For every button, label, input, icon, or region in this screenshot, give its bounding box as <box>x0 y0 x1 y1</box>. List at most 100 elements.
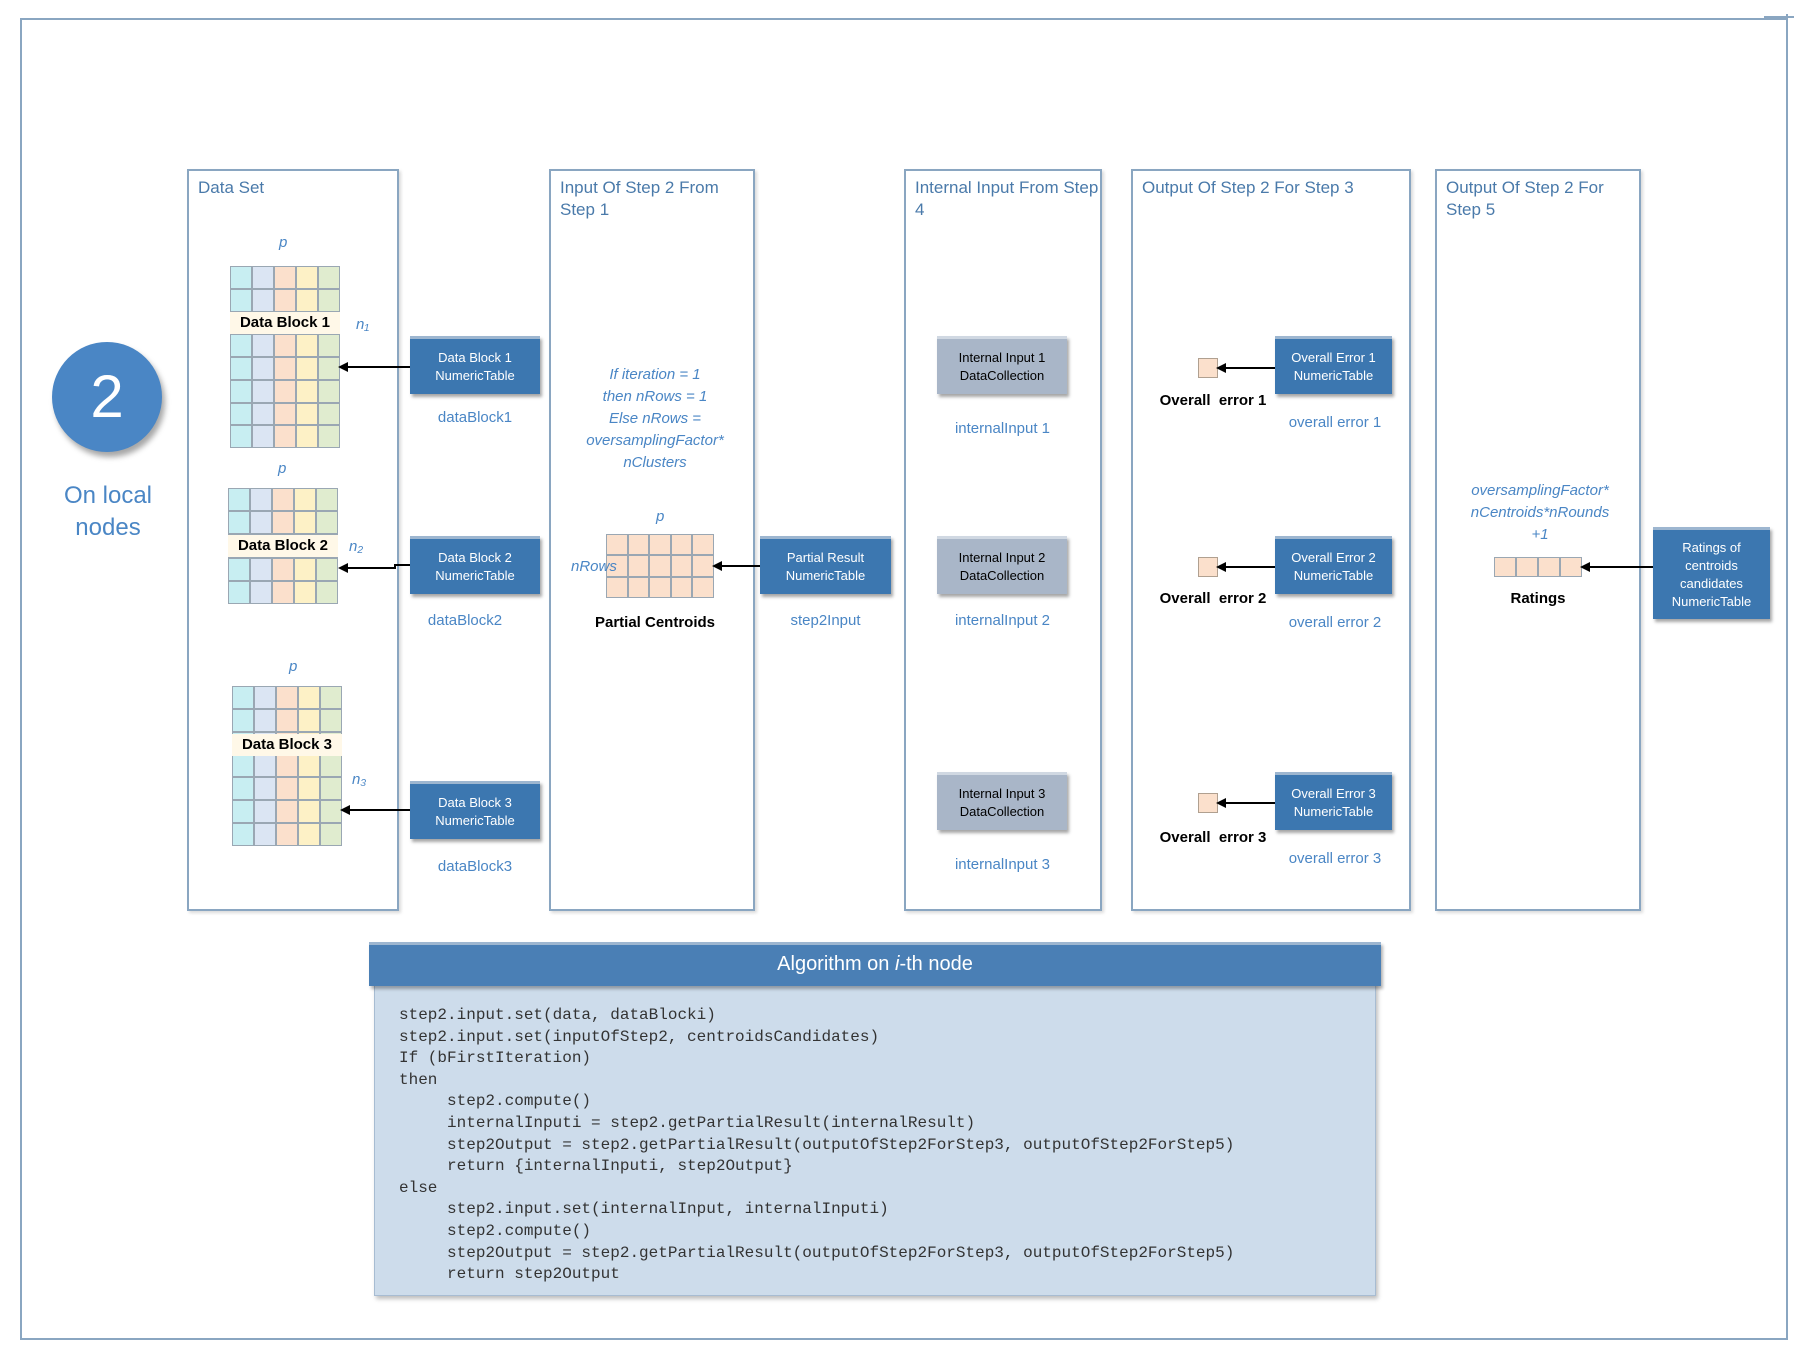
grid-cell <box>294 488 316 512</box>
code-line: step2Output = step2.getPartialResult(out… <box>399 1135 1235 1154</box>
arrow-data-block-2 <box>338 563 410 573</box>
grid-cell <box>670 555 693 577</box>
formula-line3: +1 <box>1531 526 1549 543</box>
partial-condition: If iteration = 1 then nRows = 1 Else nRo… <box>560 364 750 474</box>
data-block-2-label: Data Block 2 <box>228 535 338 557</box>
grid-cell <box>320 708 342 732</box>
grid-cell <box>274 425 296 448</box>
object-line2: NumericTable <box>1293 367 1374 383</box>
panel-title: Input Of Step 2 From Step 1 <box>560 178 719 219</box>
panel-title: Internal Input From Step 4 <box>915 178 1099 219</box>
algorithm-header: Algorithm on i-th node <box>369 942 1381 986</box>
object-line2: centroids <box>1685 557 1738 573</box>
grid-cell <box>232 800 254 824</box>
formula-line2: nCentroids*nRounds <box>1470 504 1610 521</box>
grid-cell <box>252 425 274 448</box>
object-line3: candidates <box>1680 575 1743 591</box>
grid-cell <box>606 555 628 577</box>
grid-cell <box>606 534 628 556</box>
grid-cell <box>649 534 671 556</box>
object-line1: Partial Result <box>786 549 865 565</box>
grid-cell <box>274 357 296 380</box>
grid-cell <box>316 580 338 604</box>
algorithm-title-italic: i <box>895 953 900 975</box>
overall-error-2-object: Overall Error 2 NumericTable <box>1275 536 1392 594</box>
data-block-1-object: Data Block 1 NumericTable <box>410 336 540 394</box>
grid-cell <box>627 555 650 577</box>
grid-cell <box>252 402 274 426</box>
grid-cell <box>298 777 320 801</box>
ratings-label: Ratings <box>1510 590 1566 607</box>
data-block-1-p-label: p <box>279 234 288 251</box>
grid-cell <box>230 334 252 357</box>
grid-cell <box>320 686 342 709</box>
grid-cell <box>692 576 714 598</box>
code-line: step2.compute() <box>399 1222 592 1240</box>
data-block-1-var: dataBlock1 <box>437 409 513 426</box>
formula-line1: oversamplingFactor* <box>1471 482 1609 499</box>
overall-error-2-var: overall error 2 <box>1288 614 1382 631</box>
grid-cell <box>274 288 296 312</box>
code-line: If (bFirstIteration) <box>399 1049 592 1068</box>
grid-cell <box>228 511 250 535</box>
code-line: return {internalInputi, step2Output} <box>399 1157 793 1176</box>
grid-cell <box>254 777 276 801</box>
grid-cell <box>252 379 274 403</box>
ratings-formula: oversamplingFactor* nCentroids*nRounds +… <box>1440 480 1640 546</box>
grid-cell <box>232 708 254 732</box>
grid-cell <box>228 580 250 604</box>
algorithm-title-suffix: -th node <box>899 953 973 975</box>
data-block-2-object: Data Block 2 NumericTable <box>410 536 540 594</box>
code-line: else <box>399 1178 438 1197</box>
grid-cell <box>276 777 298 801</box>
grid-cell <box>1538 557 1560 577</box>
grid-cell <box>318 402 340 426</box>
grid-cell <box>232 777 254 801</box>
grid-cell <box>250 511 272 535</box>
grid-cell <box>230 379 252 403</box>
grid-cell <box>692 534 714 556</box>
object-line2: NumericTable <box>435 567 515 583</box>
grid-cell <box>316 511 338 535</box>
internal-input-1-var: internalInput 1 <box>954 420 1051 437</box>
object-line1: Overall Error 1 <box>1291 349 1376 365</box>
grid-cell <box>649 576 671 598</box>
data-block-2-p-label: p <box>278 460 287 477</box>
grid-cell <box>274 402 296 426</box>
grid-cell <box>298 800 320 824</box>
grid-cell <box>274 379 296 403</box>
object-line1: Overall Error 2 <box>1291 549 1376 565</box>
grid-cell <box>318 379 340 403</box>
grid-cell <box>250 580 272 604</box>
object-line2: NumericTable <box>1293 567 1374 583</box>
grid-cell <box>272 511 294 535</box>
internal-input-2-object: Internal Input 2 DataCollection <box>937 536 1067 594</box>
grid-cell <box>294 511 316 535</box>
grid-cell <box>1516 557 1538 577</box>
grid-cell <box>649 555 671 577</box>
object-line1: Ratings of <box>1682 539 1741 555</box>
overall-error-1-label: Overall error 1 <box>1159 392 1267 409</box>
grid-cell <box>296 379 318 403</box>
grid-cell <box>296 357 318 380</box>
grid-cell <box>320 777 342 801</box>
grid-cell <box>296 266 318 289</box>
grid-cell <box>627 576 650 598</box>
overall-error-3-object: Overall Error 3 NumericTable <box>1275 772 1392 830</box>
grid-cell <box>316 557 338 581</box>
step-number-badge: 2 <box>52 342 162 452</box>
grid-cell <box>318 425 340 448</box>
partial-centroids-grid <box>606 534 714 598</box>
panel-title: Output Of Step 2 For Step 5 <box>1446 178 1604 219</box>
step-caption: On local nodes <box>40 480 176 544</box>
grid-cell <box>232 686 254 709</box>
outer-frame <box>20 18 1788 1340</box>
partial-result-object: Partial Result NumericTable <box>760 536 891 594</box>
data-block-1-grid <box>230 266 340 448</box>
overall-error-3-label: Overall error 3 <box>1159 829 1267 846</box>
code-line: internalInputi = step2.getPartialResult(… <box>399 1114 976 1132</box>
grid-cell <box>272 557 294 581</box>
grid-cell <box>296 334 318 357</box>
code-line: step2.compute() <box>399 1092 592 1111</box>
grid-cell <box>254 823 276 846</box>
